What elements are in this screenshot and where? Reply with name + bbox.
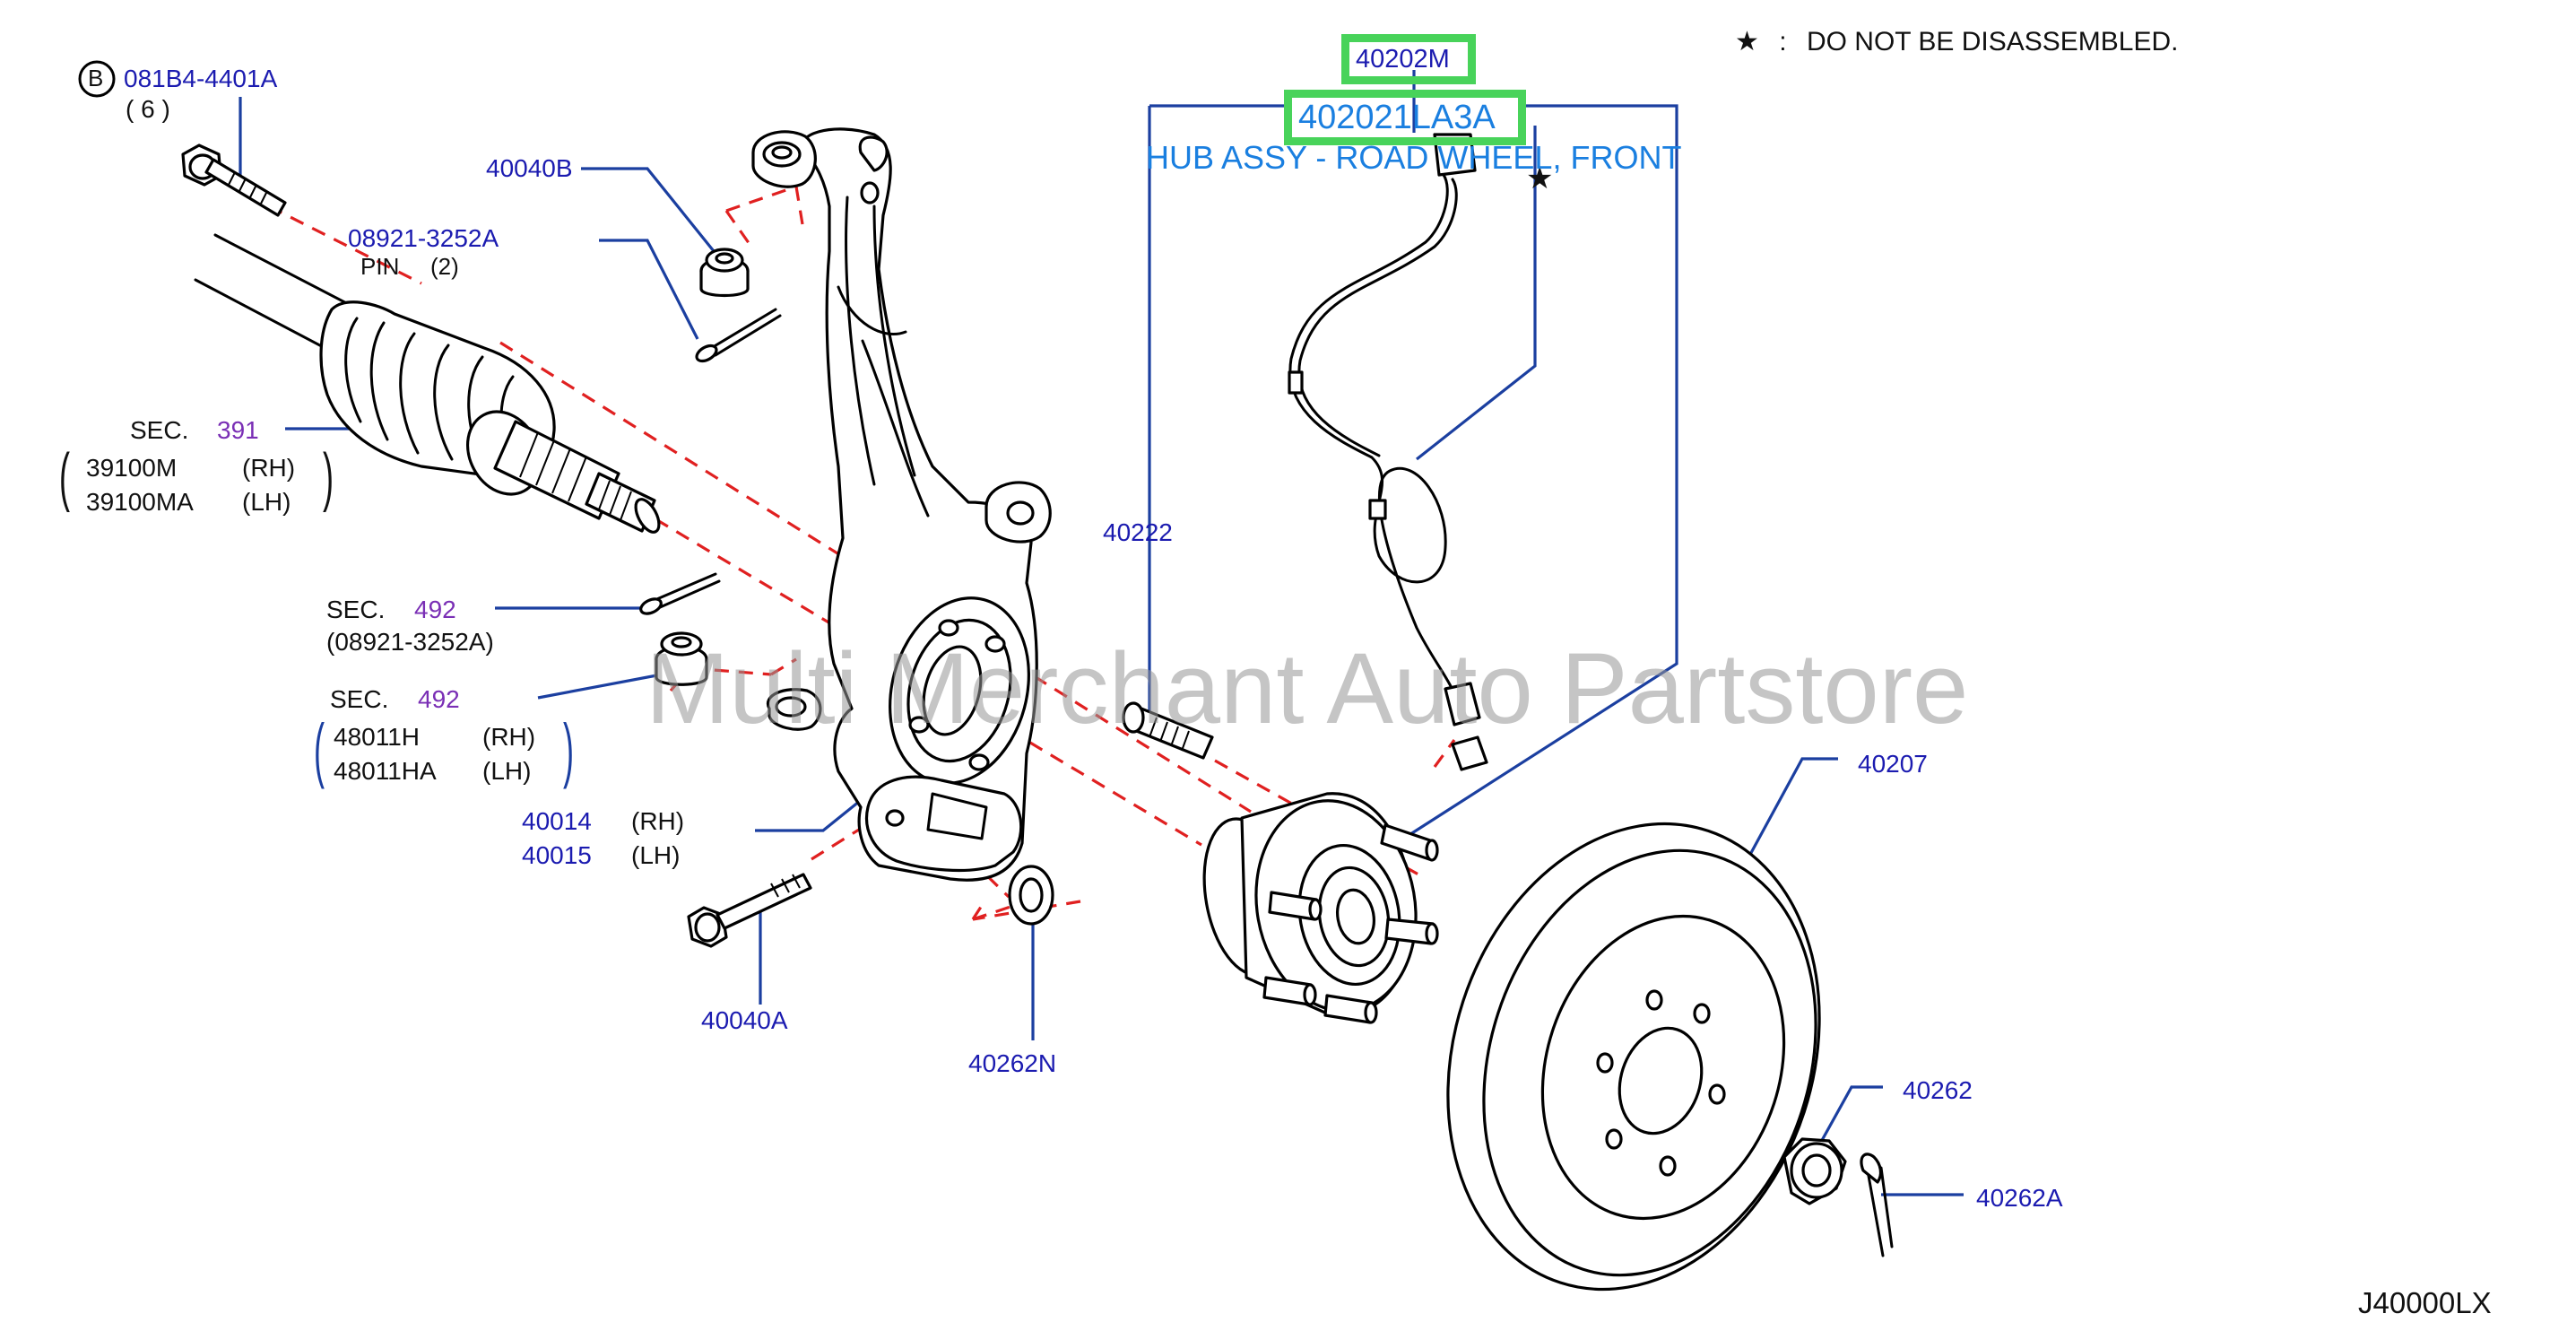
- bracket-open-492: (: [314, 709, 325, 789]
- sec-label-492b: SEC.: [330, 685, 389, 713]
- stud-40222: [1122, 701, 1214, 760]
- hub-description: HUB ASSY - ROAD WHEEL, FRONT: [1146, 139, 1682, 176]
- rh-40014: (RH): [631, 807, 685, 835]
- watermark-text: Multi Merchant Auto Partstore: [646, 632, 1969, 744]
- sec-label-391: SEC.: [130, 416, 189, 444]
- hub-assembly: [1202, 792, 1439, 1024]
- sec-492-link-a[interactable]: 492: [414, 596, 456, 623]
- star-icon: ★: [1735, 27, 1759, 57]
- part-40262[interactable]: 40262: [1903, 1076, 1973, 1104]
- cotter-pin-upper: [695, 308, 782, 363]
- cotter-pin-hub: [1860, 1153, 1894, 1257]
- legend-text: DO NOT BE DISASSEMBLED.: [1806, 27, 2179, 57]
- desc-48011H: 48011H: [334, 723, 421, 751]
- part-40040A[interactable]: 40040A: [701, 1006, 788, 1034]
- part-40040B[interactable]: 40040B: [486, 154, 573, 182]
- abs-sensor-harness: [1288, 133, 1488, 771]
- part-081B4[interactable]: 081B4-4401A: [124, 65, 278, 92]
- nut-48011: [655, 631, 708, 686]
- part-40207[interactable]: 40207: [1858, 750, 1928, 778]
- legend-note: ★ : DO NOT BE DISASSEMBLED.: [1735, 29, 2179, 56]
- b-circle-letter: B: [88, 65, 104, 91]
- hub-nut-40262: [1782, 1137, 1847, 1205]
- nut-40262N: [1008, 865, 1054, 926]
- lh-39100MA: (LH): [242, 488, 291, 516]
- lh-48011HA: (LH): [482, 757, 532, 785]
- part-08921[interactable]: 08921-3252A: [348, 224, 499, 252]
- bracket-open-391: (: [59, 441, 70, 513]
- star-marker-icon: ★: [1526, 161, 1554, 196]
- part-40262N[interactable]: 40262N: [968, 1049, 1057, 1077]
- rh-39100M: (RH): [242, 454, 296, 482]
- part-40015[interactable]: 40015: [522, 841, 592, 869]
- b-circle-icon: [78, 60, 116, 98]
- leader-lines: [239, 70, 1964, 1196]
- steering-knuckle: [751, 127, 1052, 882]
- bolt-40040A: [687, 873, 812, 948]
- drive-shaft: [194, 233, 661, 534]
- bracket-close-492: ): [563, 709, 574, 789]
- sec-391-link[interactable]: 391: [217, 416, 259, 444]
- pin-qty: (2): [430, 253, 459, 280]
- desc-48011HA: 48011HA: [334, 757, 437, 785]
- qty-081B4: ( 6 ): [126, 95, 170, 123]
- cotter-pin-middle: [639, 572, 721, 615]
- part-40014[interactable]: 40014: [522, 807, 592, 835]
- diagram-code: J40000LX: [2358, 1286, 2492, 1319]
- pin-label: PIN: [360, 253, 400, 280]
- ref-08921: (08921-3252A): [326, 628, 494, 656]
- sec-492-link-b[interactable]: 492: [418, 685, 460, 713]
- part-402021LA3A[interactable]: 402021LA3A: [1298, 99, 1496, 136]
- nut-40040B: [699, 248, 750, 298]
- desc-39100M: 39100M: [86, 454, 178, 482]
- highlight-box-40202M: [1341, 34, 1476, 84]
- part-40202M[interactable]: 40202M: [1356, 45, 1450, 74]
- brake-rotor: [1446, 822, 1821, 1292]
- wheel-studs: [1262, 823, 1439, 1024]
- highlight-box-402021LA3A: [1284, 90, 1526, 145]
- bolt-081B4: [181, 144, 287, 217]
- sec-label-492a: SEC.: [326, 596, 386, 623]
- part-40262A[interactable]: 40262A: [1976, 1184, 2063, 1212]
- legend-sep: :: [1779, 27, 1787, 57]
- bracket-close-391: ): [323, 441, 334, 513]
- desc-39100MA: 39100MA: [86, 488, 194, 516]
- part-40222[interactable]: 40222: [1103, 518, 1173, 546]
- rh-48011H: (RH): [482, 723, 536, 751]
- lh-40015: (LH): [631, 841, 681, 869]
